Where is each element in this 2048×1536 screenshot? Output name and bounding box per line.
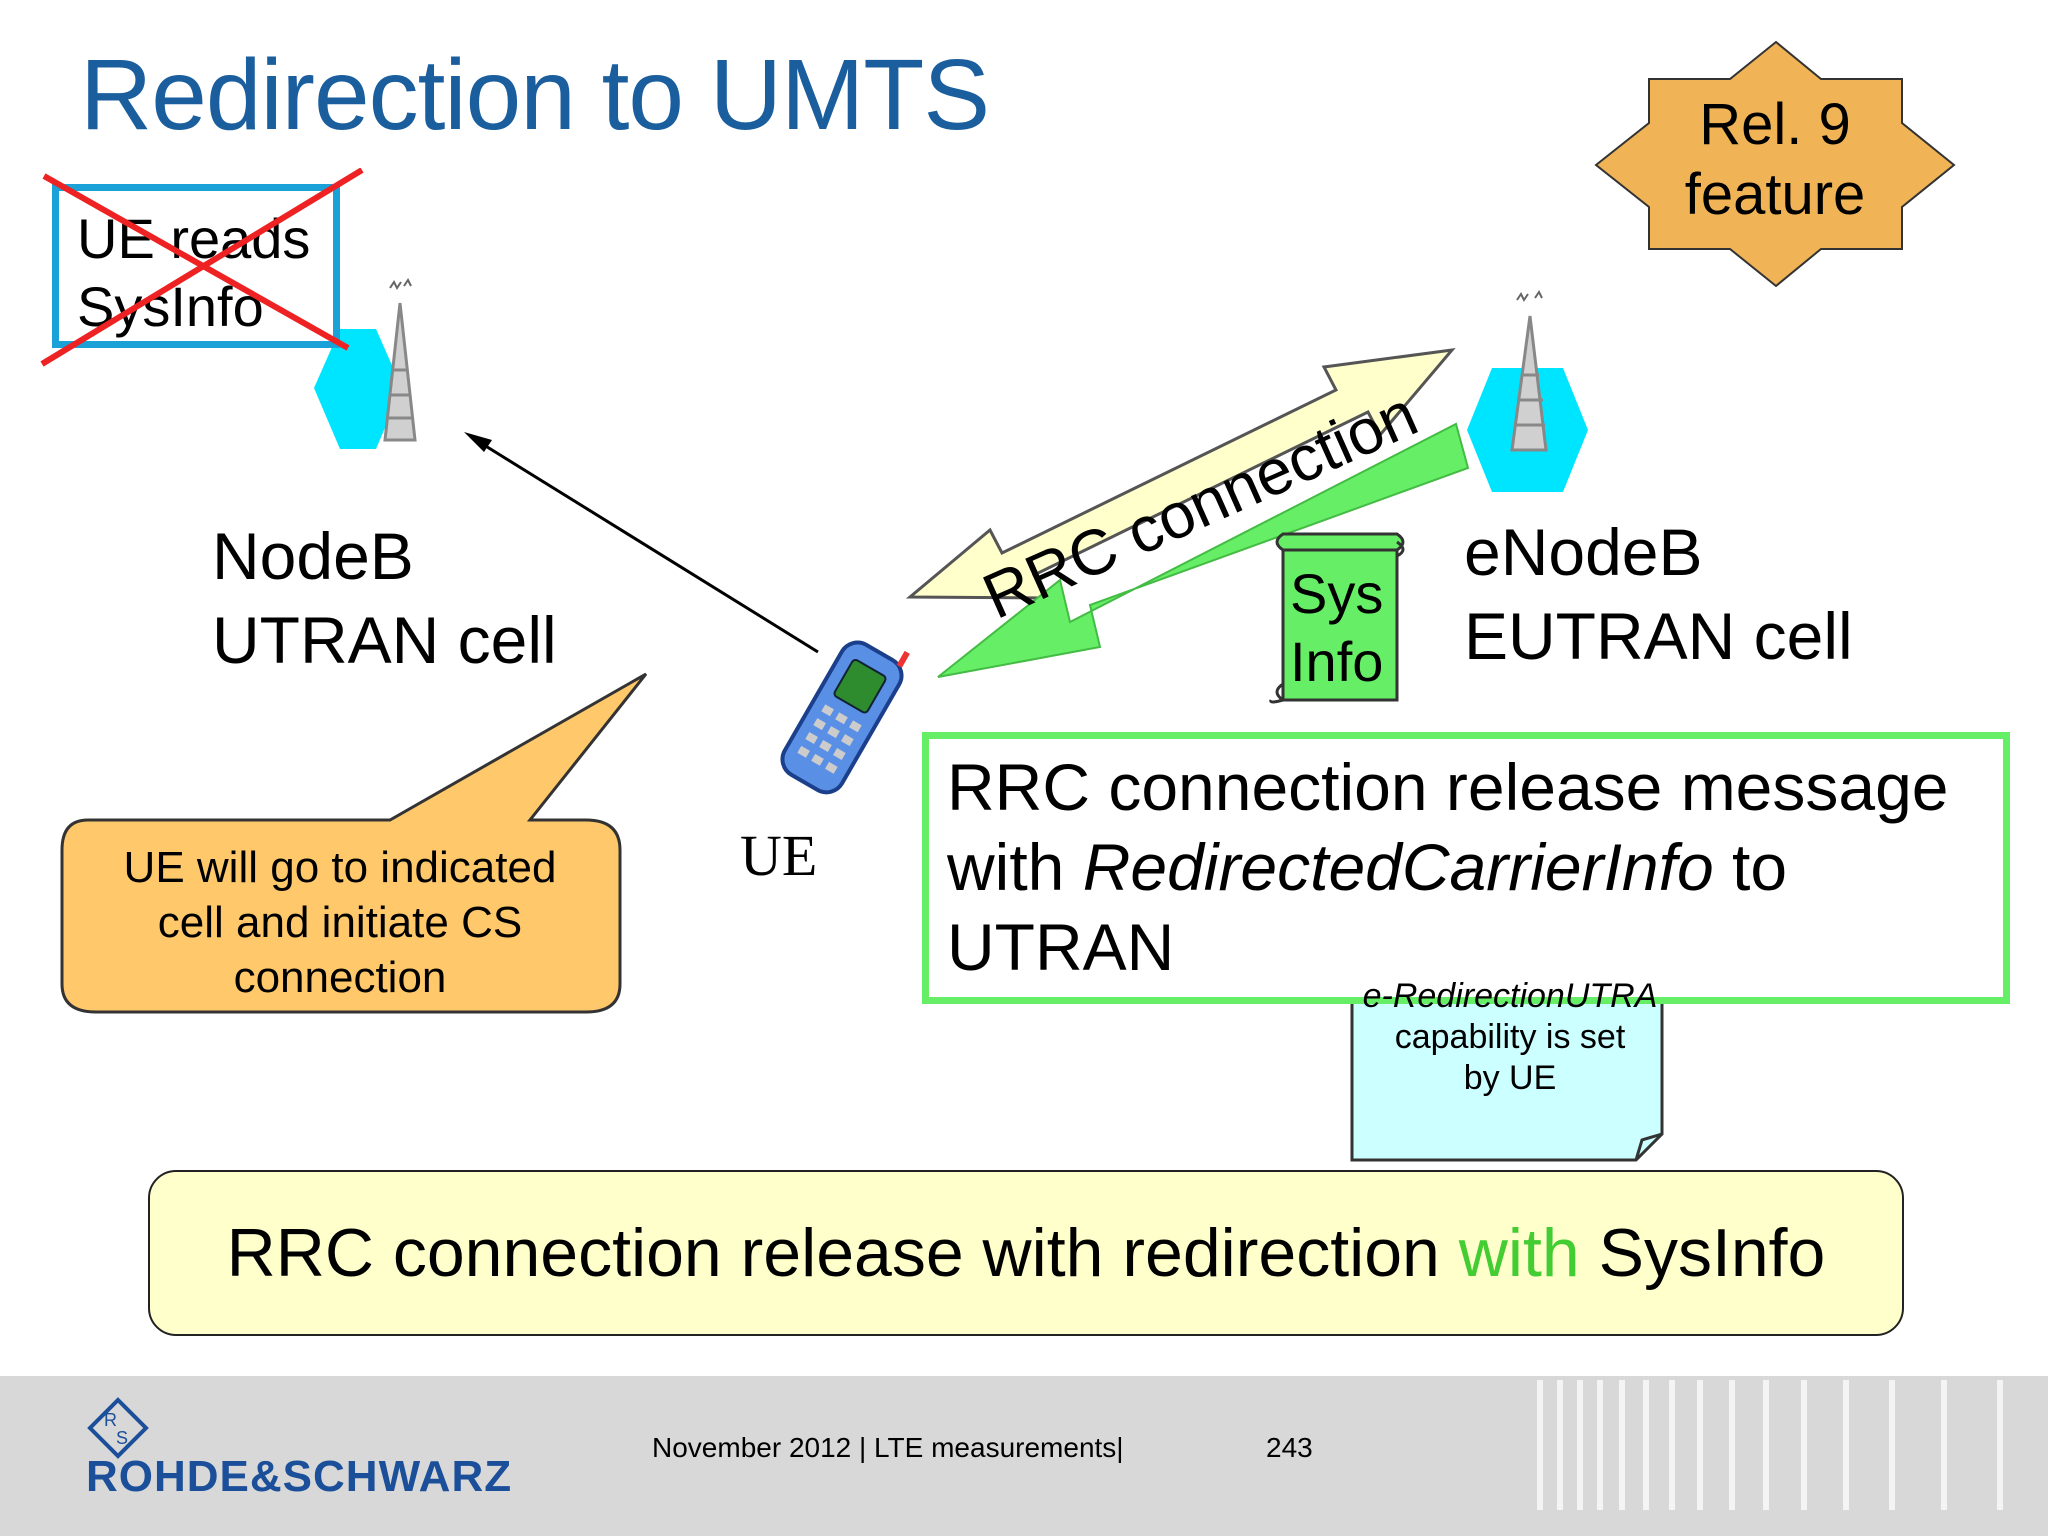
rel9-line1: Rel. 9 (1699, 92, 1851, 157)
release-line2-suffix: to (1713, 830, 1788, 904)
utran-tower-icon (383, 278, 417, 442)
summary-banner: RRC connection release with redirection … (148, 1170, 1904, 1336)
rs-logo-icon: R S (87, 1397, 149, 1459)
ue-label: UE (740, 823, 818, 888)
brand-name: ROHDE&SCHWARZ (86, 1452, 513, 1501)
callout-text: UE will go to indicated cell and initiat… (80, 840, 600, 1005)
nodeb-line1: NodeB (212, 519, 414, 593)
release-line1: RRC connection release message (947, 750, 1949, 824)
callout-line2: cell and initiate CS (157, 898, 523, 947)
redirected-carrier-info: RedirectedCarrierInfo (1082, 830, 1714, 904)
svg-text:S: S (116, 1428, 128, 1448)
redirect-arrow-head (464, 432, 492, 452)
sysinfo-arrow (937, 422, 1470, 678)
mobile-phone-icon (780, 640, 910, 795)
release-line2-prefix: with (947, 830, 1083, 904)
rel9-badge-text: Rel. 9 feature (1640, 90, 1910, 230)
banner-part3: SysInfo (1579, 1215, 1826, 1291)
callout-bubble (60, 672, 648, 1014)
utran-cell-hexagon (314, 329, 402, 449)
footer-stripes (1537, 1380, 2003, 1510)
sysinfo-scroll-text: Sys Info (1290, 560, 1383, 696)
nodeb-label: NodeB UTRAN cell (212, 514, 557, 682)
callout-line3: connection (233, 953, 447, 1002)
sysinfo-scroll-shape (1269, 532, 1405, 704)
rrc-connection-arrow (905, 348, 1456, 600)
banner-part2-highlight: with (1458, 1215, 1580, 1291)
slide-title: Redirection to UMTS (80, 39, 990, 151)
rel9-line2: feature (1684, 162, 1866, 227)
callout-line1: UE will go to indicated (123, 843, 557, 892)
enodeb-line1: eNodeB (1464, 515, 1703, 589)
note-line3: by UE (1463, 1059, 1557, 1097)
footer-page-number: 243 (1266, 1432, 1313, 1463)
release-message-box: RRC connection release message with Redi… (922, 732, 2010, 1004)
note-line1: e-RedirectionUTRA (1362, 977, 1658, 1015)
release-line3: UTRAN (947, 910, 1175, 984)
strike-cross-icon (40, 168, 364, 367)
sysinfo-line2: Info (1290, 630, 1384, 693)
enodeb-line2: EUTRAN cell (1464, 599, 1853, 673)
release-line2: with RedirectedCarrierInfo to (947, 827, 1985, 907)
svg-text:R: R (104, 1410, 117, 1430)
enodeb-label: eNodeB EUTRAN cell (1464, 510, 1853, 678)
eutran-tower-icon (1510, 290, 1548, 452)
sysinfo-line1: Sys (1290, 562, 1384, 625)
nodeb-line2: UTRAN cell (212, 603, 557, 677)
footer-date-topic: November 2012 | LTE measurements| (652, 1432, 1124, 1463)
sticky-note-text: e-RedirectionUTRA capability is set by U… (1354, 976, 1666, 1099)
footer-band (0, 1376, 2048, 1536)
banner-part1: RRC connection release with redirection (226, 1215, 1459, 1291)
note-line2: capability is set (1394, 1018, 1626, 1056)
rel9-badge-shape (1594, 40, 1956, 288)
redirect-arrow-line (475, 438, 819, 654)
